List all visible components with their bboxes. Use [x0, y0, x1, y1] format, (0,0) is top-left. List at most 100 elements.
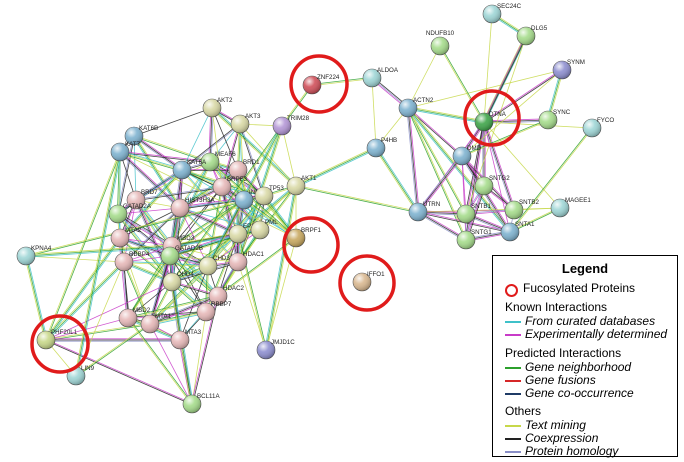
node-kat6a[interactable]: KAT6A	[172, 159, 207, 180]
node-sntg2[interactable]: SNTG2	[474, 175, 510, 196]
edge-AKT1-TRIM28	[281, 125, 297, 187]
node-brd7[interactable]: BRD7	[126, 189, 158, 210]
node-jmjd1c[interactable]: JMJD1C	[256, 339, 295, 360]
node-dmd[interactable]: DMD	[452, 145, 482, 166]
node-label: MBD2	[133, 307, 151, 314]
node-shine	[475, 113, 493, 131]
edge-JMJD1C-HDAC1	[237, 261, 267, 351]
node-mbd2[interactable]: MBD2	[118, 307, 151, 328]
edge-ACTN2-NDUFB10	[407, 45, 441, 109]
cooccurrence-swatch	[505, 393, 521, 395]
node-mta3[interactable]: MTA3	[170, 329, 202, 350]
node-label: DLG5	[531, 25, 548, 32]
node-kat7[interactable]: KAT7	[110, 141, 141, 162]
node-hdac1[interactable]: HDAC1	[228, 251, 265, 272]
node-shine	[353, 273, 371, 291]
node-synm[interactable]: SYNM	[552, 59, 585, 80]
legend-known-header: Known Interactions	[505, 300, 608, 314]
node-sec24c[interactable]: SEC24C	[482, 3, 522, 24]
node-label: KAT7	[125, 141, 141, 148]
node-shine	[303, 76, 321, 94]
node-shine	[111, 229, 129, 247]
node-label: SNTG2	[489, 175, 510, 182]
node-snta1[interactable]: SNTA1	[500, 221, 535, 242]
node-shine	[229, 225, 247, 243]
node-shine	[505, 201, 523, 219]
node-mta2[interactable]: MTA2	[110, 227, 142, 248]
node-lin9[interactable]: LIN9	[66, 365, 95, 386]
node-utrn[interactable]: UTRN	[408, 201, 440, 222]
edge-AKT1-AKT2	[211, 107, 297, 187]
node-mta1[interactable]: MTA1	[140, 313, 172, 334]
node-pml[interactable]: PML	[250, 219, 278, 240]
node-hdac2[interactable]: HDAC2	[208, 285, 245, 306]
node-gatad2a[interactable]: GATAD2A	[108, 203, 152, 224]
node-brpf1[interactable]: BRPF1	[286, 227, 322, 248]
edge-DTNA-SNTB2	[484, 121, 516, 210]
node-kat6b[interactable]: KAT6B	[124, 125, 158, 146]
node-ndufb10[interactable]: NDUFB10	[426, 30, 455, 56]
node-aldoa[interactable]: ALDOA	[362, 67, 399, 88]
edge-LIN9-MTA1	[76, 324, 151, 377]
node-bcl11a[interactable]: BCL11A	[182, 393, 220, 414]
legend-homology: Protein homology	[525, 444, 619, 458]
node-shine	[255, 187, 273, 205]
neighborhood-swatch	[505, 367, 521, 369]
node-sntb2[interactable]: SNTB2	[504, 199, 540, 220]
node-hist3h3a[interactable]: HIST3H3A	[170, 197, 215, 218]
edge-JMJD1C-EP300	[237, 234, 266, 351]
node-iffo1[interactable]: IFFO1	[352, 271, 385, 292]
edge-PHF20L1-CHD4	[45, 281, 173, 341]
edge-KAT6B-KAT6A	[134, 134, 183, 170]
node-chd3[interactable]: CHD3	[198, 255, 230, 276]
legend-textmining: Text mining	[525, 418, 586, 432]
node-sntb1[interactable]: SNTB1	[456, 203, 492, 224]
node-akt2[interactable]: AKT2	[202, 97, 233, 118]
node-znf224[interactable]: ZNF224	[302, 74, 340, 95]
node-chd4[interactable]: CHD4	[162, 271, 194, 292]
node-trim28[interactable]: TRIM28	[272, 115, 310, 136]
node-shine	[501, 223, 519, 241]
edge-MTA2-MBD2	[118, 238, 128, 319]
node-fyco[interactable]: FYCO	[582, 117, 614, 138]
legend-others-header: Others	[505, 404, 542, 418]
node-shine	[287, 229, 305, 247]
node-gatad2b[interactable]: GATAD2B	[160, 245, 203, 266]
node-rbbp4[interactable]: RBBP4	[114, 251, 150, 272]
node-label: KPNA4	[31, 245, 52, 252]
node-dtna[interactable]: DTNA	[474, 111, 507, 132]
edge-KAT6A-AKT3	[181, 123, 240, 170]
node-tp53[interactable]: TP53	[254, 185, 284, 206]
node-shine	[141, 315, 159, 333]
node-sync[interactable]: SYNC	[538, 109, 571, 130]
coexpression-swatch	[505, 438, 521, 440]
node-shine	[127, 191, 145, 209]
node-label: MAGEE1	[565, 197, 591, 204]
node-brpf3[interactable]: BRPF3	[212, 176, 248, 197]
edge-ACTN2-SNTG1	[407, 108, 466, 241]
node-akt3[interactable]: AKT3	[230, 113, 261, 134]
node-label: LIN9	[81, 365, 95, 372]
legend-title: Legend	[561, 261, 609, 276]
edge-DMD-UTRN	[417, 155, 463, 213]
node-dlg5[interactable]: DLG5	[516, 25, 548, 46]
node-kpna4[interactable]: KPNA4	[16, 245, 52, 266]
edge-ACTN2-SNTB1	[408, 107, 467, 214]
node-actn2[interactable]: ACTN2	[398, 97, 434, 118]
node-brd1[interactable]: BRD1	[228, 159, 260, 180]
highlight-ring-phf20l1	[30, 314, 90, 374]
node-akt1[interactable]: AKT1	[286, 175, 317, 196]
node-shine	[37, 331, 55, 349]
fusions-swatch	[505, 380, 521, 382]
node-phf20l1[interactable]: PHF20L1	[36, 329, 78, 350]
node-magee1[interactable]: MAGEE1	[550, 197, 591, 218]
node-meaf6[interactable]: MEAF6	[200, 151, 236, 172]
node-rbbp7[interactable]: RBBP7	[196, 301, 232, 322]
node-shine	[197, 303, 215, 321]
edge-LIN9-KAT7	[75, 151, 121, 377]
edge-HIST3H3A-RBBP4	[123, 207, 180, 262]
node-p4hb[interactable]: P4HB	[366, 137, 397, 158]
node-sntg1[interactable]: SNTG1	[456, 229, 492, 250]
edge-PHF20L1-KPNA4	[25, 255, 47, 341]
